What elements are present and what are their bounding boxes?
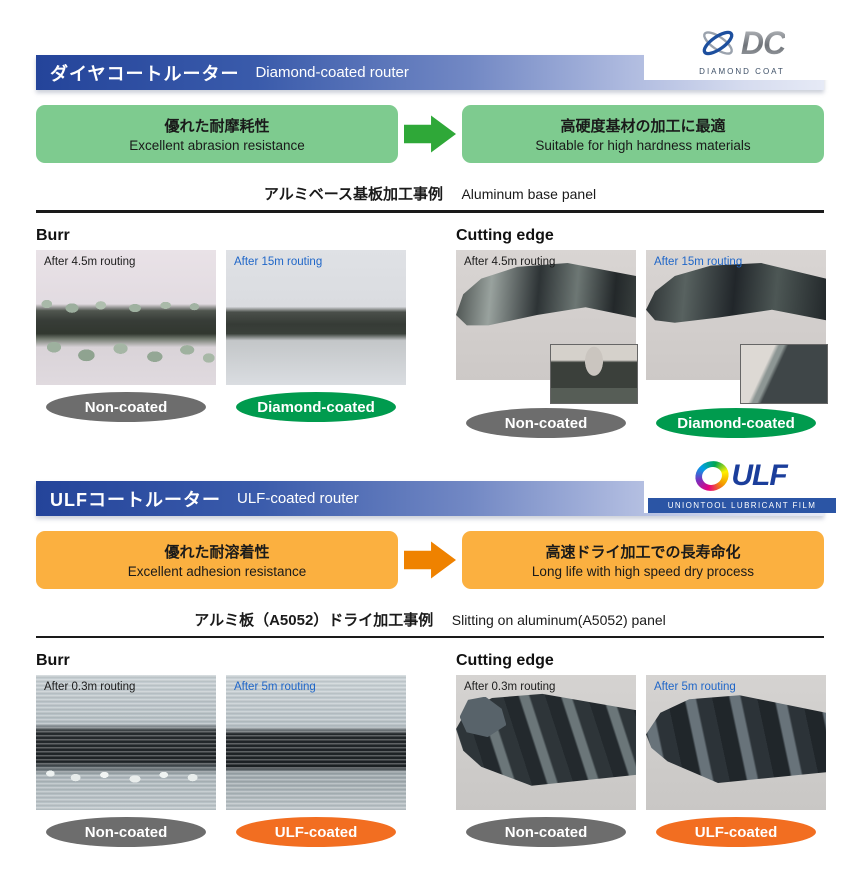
burr-photos: After 0.3m routing Non-coated After 5m r… [36, 675, 406, 847]
photo-caption: After 0.3m routing [44, 681, 136, 693]
arrow-cell [398, 105, 462, 163]
right-arrow-icon [404, 541, 456, 579]
burr-photos: After 4.5m routing Non-coated After 15m … [36, 250, 406, 422]
photo-caption: After 4.5m routing [44, 256, 136, 268]
diamond-coated-badge: Diamond-coated [236, 392, 396, 422]
non-coated-badge: Non-coated [466, 817, 626, 847]
section-divider [36, 210, 824, 213]
non-coated-badge: Non-coated [46, 392, 206, 422]
ulf-coated-badge: ULF-coated [236, 817, 396, 847]
right-arrow-icon [404, 115, 456, 153]
cutting-before-figure: After 4.5m routing Non-coated [456, 250, 638, 438]
photo-caption: After 15m routing [234, 256, 323, 268]
ulf-logo: ULF UNIONTOOL LUBRICANT FILM [644, 451, 840, 513]
ulf-cutting-group: Cutting edge After 0.3m routing Non-coat… [456, 646, 826, 847]
cutting-photos: After 4.5m routing Non-coated After 15m … [456, 250, 828, 438]
benefit-en-text: Excellent adhesion resistance [127, 564, 307, 579]
ulf-benefits-row: 優れた耐溶着性 Excellent adhesion resistance 高速… [36, 531, 824, 589]
section-ulf-coat: ULFコートルーター ULF-coated router ULF UNIONTO… [0, 451, 860, 847]
cutting-before-photo: After 4.5m routing [456, 250, 638, 404]
photo-caption: After 15m routing [654, 256, 743, 268]
benefit-jp-text: 高速ドライ加工での長寿命化 [545, 544, 741, 561]
arrow-cell [398, 531, 462, 589]
benefit-en-text: Excellent abrasion resistance [129, 138, 305, 153]
section-divider [36, 636, 824, 638]
ulf-header-row: ULFコートルーター ULF-coated router ULF UNIONTO… [36, 451, 840, 516]
cutting-edge-heading: Cutting edge [456, 227, 554, 244]
ulf-logo-main: ULF [648, 454, 836, 498]
burr-before-figure: After 0.3m routing Non-coated [36, 675, 216, 847]
photo-caption: After 5m routing [654, 681, 736, 693]
cutting-edge-inset-photo [550, 344, 638, 404]
cutting-after-figure: After 15m routing Diamond-coated [646, 250, 828, 438]
diamond-coat-swirl-icon [702, 30, 734, 56]
cutting-before-photo: After 0.3m routing [456, 675, 636, 810]
burr-after-figure: After 5m routing ULF-coated [226, 675, 406, 847]
diamond-title-jp: ダイヤコートルーター [50, 63, 240, 84]
cutting-edge-heading: Cutting edge [456, 652, 554, 669]
burr-after-figure: After 15m routing Diamond-coated [226, 250, 406, 422]
ulf-example-title: アルミ板（A5052）ドライ加工事例 Slitting on aluminum(… [0, 609, 860, 630]
burr-before-photo: After 4.5m routing [36, 250, 216, 385]
diamond-header-row: ダイヤコートルーター Diamond-coated router DC DIAM… [36, 18, 840, 90]
non-coated-badge: Non-coated [466, 408, 626, 438]
diamond-example-title: アルミベース基板加工事例 Aluminum base panel [0, 183, 860, 204]
router-bit-image [646, 695, 826, 783]
cutting-after-photo: After 15m routing [646, 250, 828, 404]
benefit-jp-text: 優れた耐溶着性 [164, 544, 270, 561]
diamond-benefits-row: 優れた耐摩耗性 Excellent abrasion resistance 高硬… [36, 105, 824, 163]
ulf-swirl-icon [691, 456, 733, 496]
diamond-coat-logo-text: DC [740, 24, 786, 61]
cutting-photos: After 0.3m routing Non-coated After 5m r… [456, 675, 826, 847]
ulf-title-jp: ULFコートルーター [50, 489, 221, 510]
benefit-high-hardness: 高硬度基材の加工に最適 Suitable for high hardness m… [462, 105, 824, 163]
cutting-before-figure: After 0.3m routing Non-coated [456, 675, 636, 847]
diamond-coat-logo-caption: DIAMOND COAT [699, 67, 785, 76]
example-title-jp: アルミ板（A5052）ドライ加工事例 [194, 612, 434, 629]
ulf-logo-text: ULF [731, 459, 787, 492]
ulf-title-en: ULF-coated router [237, 490, 359, 507]
photo-caption: After 0.3m routing [464, 681, 556, 693]
cutting-after-figure: After 5m routing ULF-coated [646, 675, 826, 847]
section-diamond-coat: ダイヤコートルーター Diamond-coated router DC DIAM… [0, 18, 860, 438]
non-coated-badge: Non-coated [46, 817, 206, 847]
burr-after-photo: After 15m routing [226, 250, 406, 385]
burr-before-photo: After 0.3m routing [36, 675, 216, 810]
burr-after-photo: After 5m routing [226, 675, 406, 810]
benefit-en-text: Long life with high speed dry process [531, 564, 755, 579]
benefit-en-text: Suitable for high hardness materials [535, 138, 751, 153]
burr-heading: Burr [36, 227, 70, 244]
example-title-en: Aluminum base panel [461, 186, 597, 202]
benefit-long-life: 高速ドライ加工での長寿命化 Long life with high speed … [462, 531, 824, 589]
diamond-title-en: Diamond-coated router [255, 64, 409, 81]
cutting-after-photo: After 5m routing [646, 675, 826, 810]
cutting-edge-inset-photo [740, 344, 828, 404]
ulf-compare-row: Burr After 0.3m routing Non-coated After… [36, 646, 826, 847]
burr-heading: Burr [36, 652, 70, 669]
catalog-page: ダイヤコートルーター Diamond-coated router DC DIAM… [0, 18, 860, 874]
diamond-coat-logo: DC DIAMOND COAT [644, 18, 840, 80]
ulf-logo-caption: UNIONTOOL LUBRICANT FILM [648, 498, 836, 513]
example-title-en: Slitting on aluminum(A5052) panel [451, 612, 666, 628]
photo-caption: After 4.5m routing [464, 256, 556, 268]
example-title-jp: アルミベース基板加工事例 [263, 186, 443, 203]
diamond-compare-row: Burr After 4.5m routing Non-coated After… [36, 221, 828, 438]
diamond-coated-badge: Diamond-coated [656, 408, 816, 438]
diamond-coat-logo-main: DC [648, 21, 836, 65]
benefit-adhesion-resistance: 優れた耐溶着性 Excellent adhesion resistance [36, 531, 398, 589]
burr-before-figure: After 4.5m routing Non-coated [36, 250, 216, 422]
ulf-coated-badge: ULF-coated [656, 817, 816, 847]
diamond-burr-group: Burr After 4.5m routing Non-coated After… [36, 221, 406, 438]
diamond-cutting-group: Cutting edge After 4.5m routing Non-coat… [456, 221, 828, 438]
benefit-jp-text: 高硬度基材の加工に最適 [560, 118, 726, 135]
ulf-burr-group: Burr After 0.3m routing Non-coated After… [36, 646, 406, 847]
benefit-jp-text: 優れた耐摩耗性 [164, 118, 270, 135]
photo-caption: After 5m routing [234, 681, 316, 693]
router-bit-image [456, 693, 636, 786]
benefit-abrasion-resistance: 優れた耐摩耗性 Excellent abrasion resistance [36, 105, 398, 163]
